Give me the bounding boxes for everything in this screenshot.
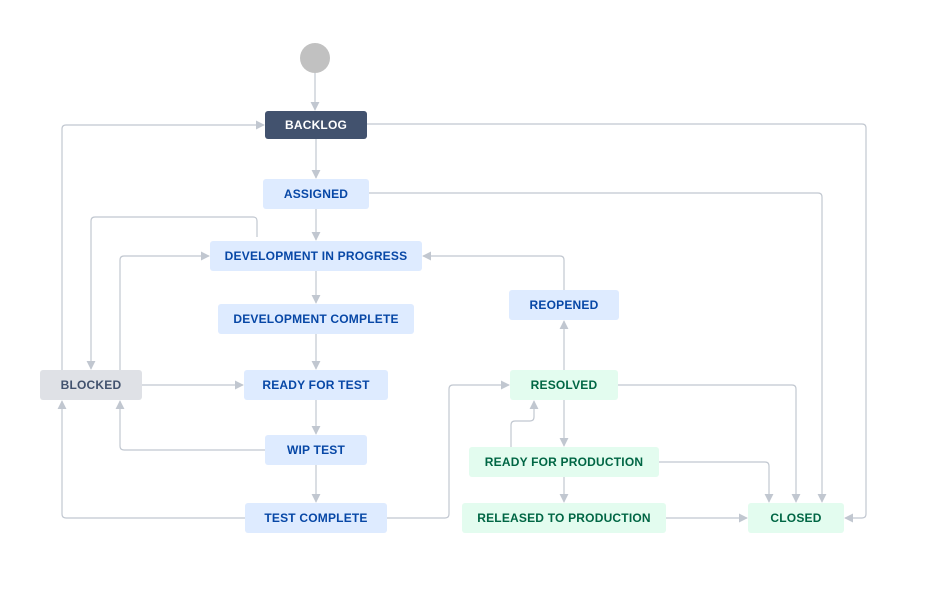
status-closed[interactable]: CLOSED	[748, 503, 844, 533]
edge-wip-test-to-blocked	[115, 400, 265, 451]
status-assigned[interactable]: ASSIGNED	[263, 179, 369, 209]
status-development-complete[interactable]: DEVELOPMENT COMPLETE	[218, 304, 414, 334]
edge-assigned-to-blocked	[86, 216, 258, 370]
status-blocked[interactable]: BLOCKED	[40, 370, 142, 400]
status-ready-for-test[interactable]: READY FOR TEST	[244, 370, 388, 400]
status-ready-for-production[interactable]: READY FOR PRODUCTION	[469, 447, 659, 477]
status-reopened[interactable]: REOPENED	[509, 290, 619, 320]
status-wip-test[interactable]: WIP TEST	[265, 435, 367, 465]
edge-ready-for-production-to-resolved	[510, 400, 539, 447]
status-released-to-production[interactable]: RELEASED TO PRODUCTION	[462, 503, 666, 533]
edge-backlog-to-closed	[367, 123, 867, 523]
edge-resolved-to-closed	[618, 384, 801, 503]
status-resolved[interactable]: RESOLVED	[510, 370, 618, 400]
edge-blocked-to-backlog	[61, 120, 265, 370]
status-development-in-progress[interactable]: DEVELOPMENT IN PROGRESS	[210, 241, 422, 271]
edge-blocked-to-dev-in-progress	[119, 251, 210, 370]
edge-test-complete-to-blocked	[57, 400, 245, 519]
start-node[interactable]	[300, 43, 330, 73]
edge-reopened-to-dev-in-progress	[422, 251, 565, 290]
edge-ready-for-production-to-closed	[659, 461, 774, 503]
edge-assigned-to-closed	[369, 192, 827, 503]
status-backlog[interactable]: BACKLOG	[265, 111, 367, 139]
edge-test-complete-to-resolved	[387, 380, 510, 519]
status-test-complete[interactable]: TEST COMPLETE	[245, 503, 387, 533]
